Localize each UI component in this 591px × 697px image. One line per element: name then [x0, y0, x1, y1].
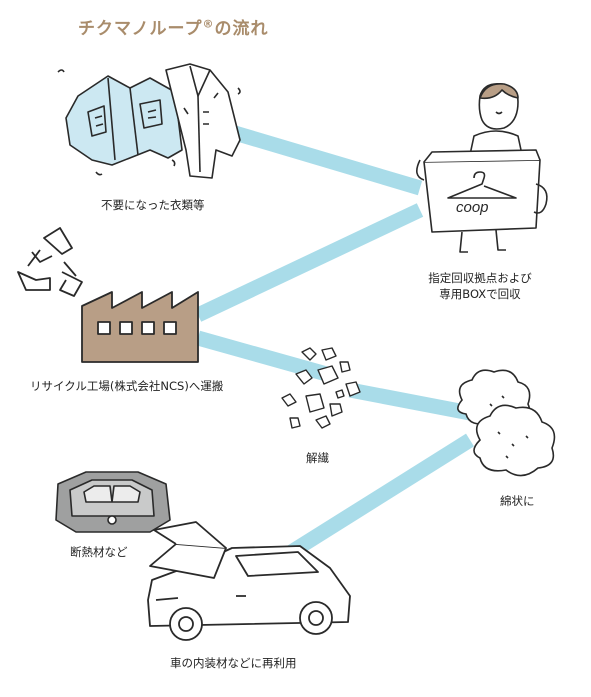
collection-box-illustration: coop: [416, 82, 548, 253]
label-car: 車の内装材などに再利用: [170, 656, 297, 670]
recycle-icon: [17, 227, 83, 297]
label-insulation: 断熱材など: [70, 545, 128, 559]
diagram-title: チクマノループ®の流れ: [78, 14, 268, 39]
registered-mark: ®: [202, 17, 215, 31]
fiber-pieces-illustration: [281, 347, 361, 429]
box-logo: coop: [456, 199, 489, 216]
factory-illustration: [81, 291, 199, 363]
flow-path: [194, 120, 474, 563]
label-shred: 解繊: [306, 451, 329, 465]
label-clothes: 不要になった衣類等: [101, 198, 205, 212]
clothes-illustration: [57, 63, 241, 179]
label-collect-line1: 指定回収拠点および: [428, 271, 532, 285]
car-illustration: [147, 521, 351, 641]
title-text: チクマノループ: [78, 19, 203, 39]
label-collect: 指定回収拠点および 専用BOXで回収: [415, 270, 545, 302]
label-factory: リサイクル工場(株式会社NCS)へ運搬: [30, 379, 224, 393]
insulation-panel-illustration: [55, 471, 171, 533]
title-suffix: の流れ: [214, 19, 269, 39]
cotton-illustration: [457, 369, 556, 477]
label-collect-line2: 専用BOXで回収: [439, 287, 521, 301]
label-cotton: 綿状に: [500, 494, 535, 508]
